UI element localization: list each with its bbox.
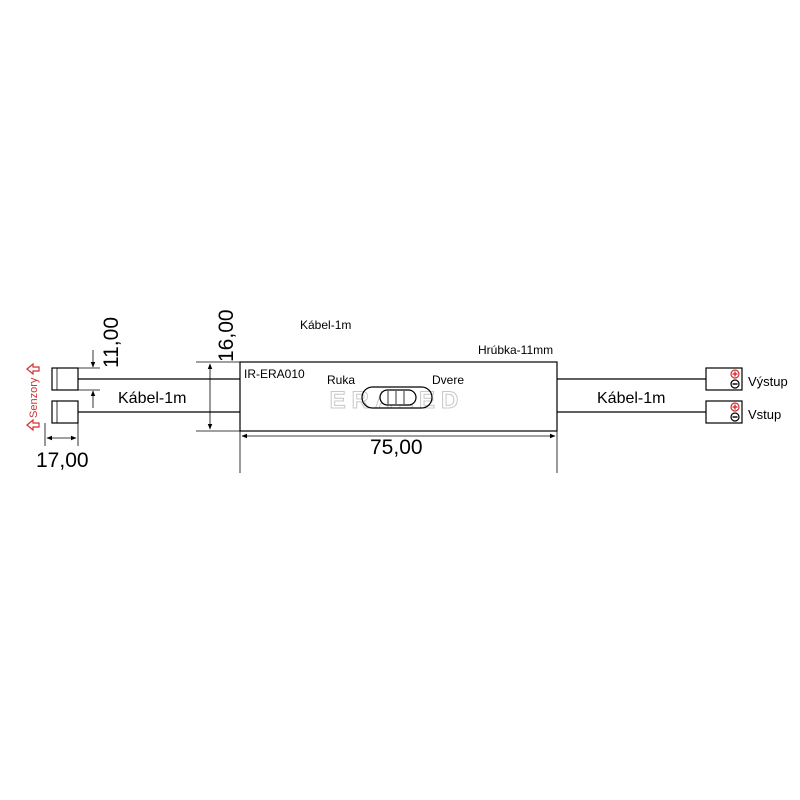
minus-terminal-icon bbox=[730, 412, 740, 422]
sensors-label: Senzory bbox=[28, 377, 40, 418]
body-height-dimension bbox=[196, 361, 240, 432]
sensor-top bbox=[51, 367, 79, 391]
cable-right-label: Kábel-1m bbox=[597, 390, 665, 407]
controller-body bbox=[239, 361, 558, 432]
body-length-value: 75,00 bbox=[370, 436, 423, 459]
output-connector bbox=[705, 367, 743, 391]
sensor-length-value: 17,00 bbox=[36, 449, 89, 472]
cable-top-label: Kábel-1m bbox=[300, 318, 351, 332]
thickness-label: Hrúbka-11mm bbox=[478, 343, 553, 357]
model-label: IR-ERA010 bbox=[244, 367, 305, 381]
mode-switch[interactable] bbox=[361, 386, 433, 409]
sensor-length-dimension bbox=[44, 423, 79, 446]
plus-terminal-icon bbox=[730, 402, 740, 412]
minus-terminal-icon bbox=[730, 379, 740, 389]
sensor-height-value: 11,00 bbox=[100, 317, 123, 368]
sensor-height-dimension bbox=[78, 350, 100, 408]
body-length-dimension bbox=[239, 431, 558, 473]
mode-door-label: Dvere bbox=[432, 373, 464, 387]
body-height-value: 16,00 bbox=[215, 309, 238, 362]
cable-left-label: Kábel-1m bbox=[118, 390, 186, 407]
mode-hand-label: Ruka bbox=[327, 373, 355, 387]
input-label: Vstup bbox=[748, 407, 781, 422]
input-connector bbox=[705, 400, 743, 424]
output-label: Výstup bbox=[748, 374, 788, 389]
sensor-bottom bbox=[51, 400, 79, 424]
sensor-arrow-icon bbox=[26, 362, 40, 432]
plus-terminal-icon bbox=[730, 369, 740, 379]
